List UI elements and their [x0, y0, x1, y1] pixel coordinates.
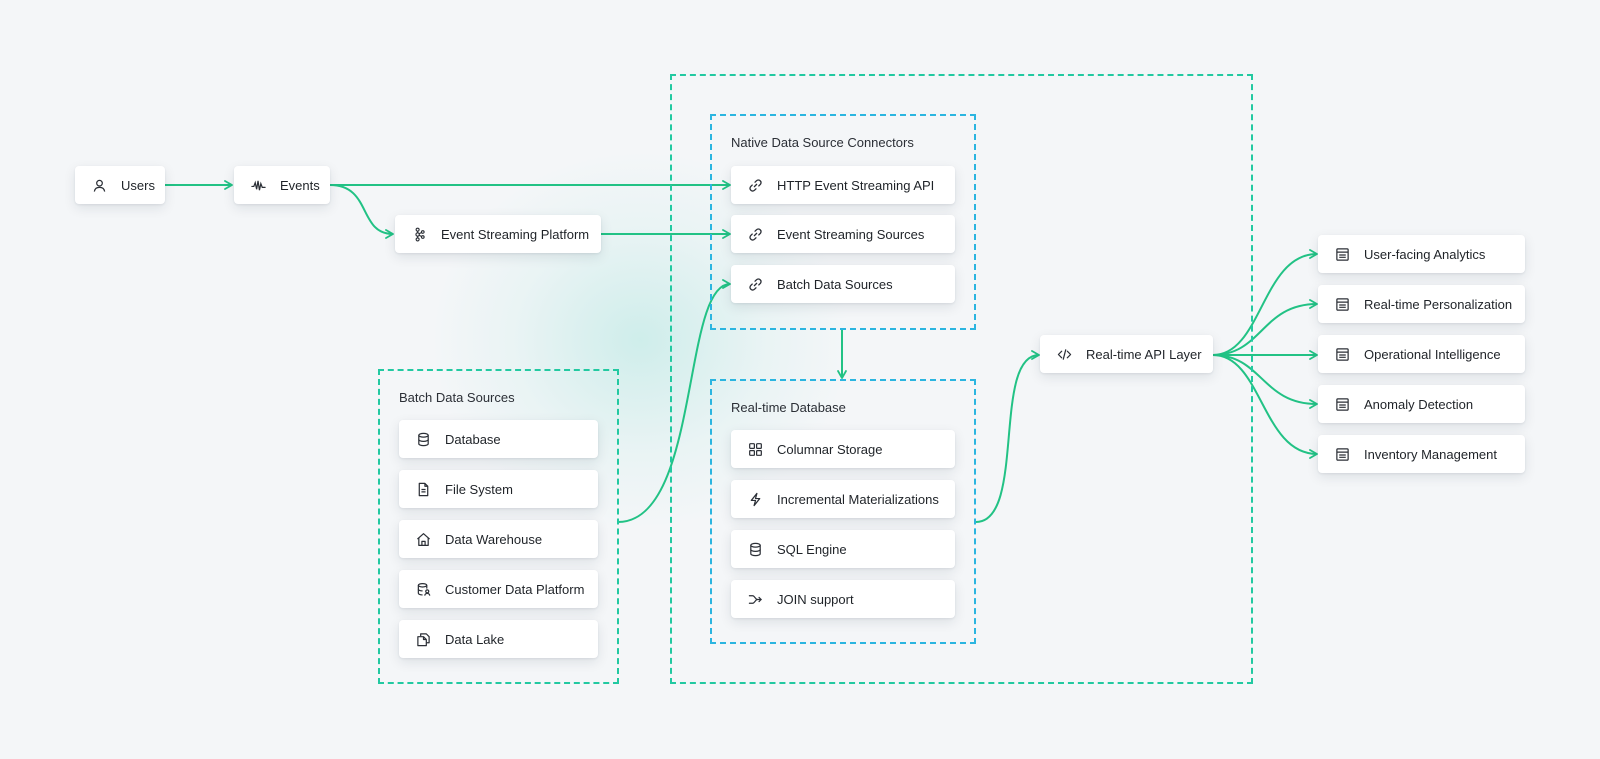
- output-label: Operational Intelligence: [1364, 346, 1501, 362]
- output-real-time-personalization[interactable]: Real-time Personalization: [1318, 285, 1525, 323]
- user-icon: [91, 177, 107, 193]
- events-label: Events: [280, 177, 320, 193]
- batch-source-database[interactable]: Database: [399, 420, 598, 458]
- data-lake-icon: [415, 631, 431, 647]
- file-icon: [415, 481, 431, 497]
- arrow-api-to-anomaly-detection: [1212, 354, 1318, 409]
- db-item-label: Columnar Storage: [777, 441, 883, 457]
- batch-source-label: File System: [445, 481, 513, 497]
- realtime-db-group: Real-time Database: [710, 379, 976, 644]
- batch-source-data-warehouse[interactable]: Data Warehouse: [399, 520, 598, 558]
- signal-wave-icon: [250, 177, 266, 193]
- event-streaming-platform-label: Event Streaming Platform: [441, 226, 590, 242]
- batch-source-label: Database: [445, 431, 501, 447]
- lightning-icon: [747, 491, 763, 507]
- database-icon: [415, 431, 431, 447]
- output-label: Inventory Management: [1364, 446, 1497, 462]
- events-node[interactable]: Events: [234, 166, 330, 204]
- customer-data-icon: [415, 581, 431, 597]
- output-operational-intelligence[interactable]: Operational Intelligence: [1318, 335, 1525, 373]
- batch-sources-group-title: Batch Data Sources: [399, 390, 515, 405]
- output-anomaly-detection[interactable]: Anomaly Detection: [1318, 385, 1525, 423]
- database-icon: [747, 541, 763, 557]
- browser-window-icon: [1334, 346, 1350, 362]
- link-icon: [747, 276, 763, 292]
- output-inventory-management[interactable]: Inventory Management: [1318, 435, 1525, 473]
- users-node[interactable]: Users: [75, 166, 165, 204]
- arrow-batch-to-connector: [617, 279, 731, 523]
- db-columnar-storage[interactable]: Columnar Storage: [731, 430, 955, 468]
- arrow-api-to-personalization: [1212, 299, 1318, 356]
- connector-batch-data-sources[interactable]: Batch Data Sources: [731, 265, 955, 303]
- arrow-api-to-inventory-management: [1212, 354, 1318, 459]
- connector-label: HTTP Event Streaming API: [777, 177, 935, 193]
- warehouse-icon: [415, 531, 431, 547]
- realtime-db-group-title: Real-time Database: [731, 400, 846, 415]
- connector-http-event-streaming-api[interactable]: HTTP Event Streaming API: [731, 166, 955, 204]
- db-join-support[interactable]: JOIN support: [731, 580, 955, 618]
- db-incremental-materializations[interactable]: Incremental Materializations: [731, 480, 955, 518]
- platform-group: [670, 74, 1253, 684]
- db-item-label: SQL Engine: [777, 541, 847, 557]
- event-streaming-platform-node[interactable]: Event Streaming Platform: [395, 215, 601, 253]
- browser-window-icon: [1334, 296, 1350, 312]
- batch-source-label: Data Lake: [445, 631, 505, 647]
- grid-icon: [747, 441, 763, 457]
- kafka-icon: [411, 226, 427, 242]
- batch-source-data-lake[interactable]: Data Lake: [399, 620, 598, 658]
- output-user-facing-analytics[interactable]: User-facing Analytics: [1318, 235, 1525, 273]
- output-label: Anomaly Detection: [1364, 396, 1474, 412]
- connector-label: Event Streaming Sources: [777, 226, 925, 242]
- link-icon: [747, 177, 763, 193]
- link-icon: [747, 226, 763, 242]
- api-layer-label: Real-time API Layer: [1086, 346, 1202, 362]
- connector-label: Batch Data Sources: [777, 276, 893, 292]
- batch-source-customer-data-platform[interactable]: Customer Data Platform: [399, 570, 598, 608]
- code-icon: [1056, 346, 1072, 362]
- db-item-label: JOIN support: [777, 591, 854, 607]
- db-item-label: Incremental Materializations: [777, 491, 939, 507]
- arrow-api-to-user-facing-analytics: [1212, 249, 1318, 356]
- join-icon: [747, 591, 763, 607]
- batch-source-label: Data Warehouse: [445, 531, 543, 547]
- connector-event-streaming-sources[interactable]: Event Streaming Sources: [731, 215, 955, 253]
- browser-window-icon: [1334, 246, 1350, 262]
- batch-source-label: Customer Data Platform: [445, 581, 585, 597]
- arrow-database-to-api-layer: [975, 350, 1040, 523]
- output-label: User-facing Analytics: [1364, 246, 1486, 262]
- batch-source-file-system[interactable]: File System: [399, 470, 598, 508]
- users-label: Users: [121, 177, 155, 193]
- connectors-group-title: Native Data Source Connectors: [731, 135, 914, 150]
- arrow-events-to-streaming-platform: [329, 184, 394, 239]
- output-label: Real-time Personalization: [1364, 296, 1513, 312]
- browser-window-icon: [1334, 446, 1350, 462]
- connectors-group: Native Data Source Connectors: [710, 114, 976, 330]
- db-sql-engine[interactable]: SQL Engine: [731, 530, 955, 568]
- realtime-api-layer-node[interactable]: Real-time API Layer: [1040, 335, 1213, 373]
- browser-window-icon: [1334, 396, 1350, 412]
- batch-sources-group: Batch Data Sources: [378, 369, 619, 684]
